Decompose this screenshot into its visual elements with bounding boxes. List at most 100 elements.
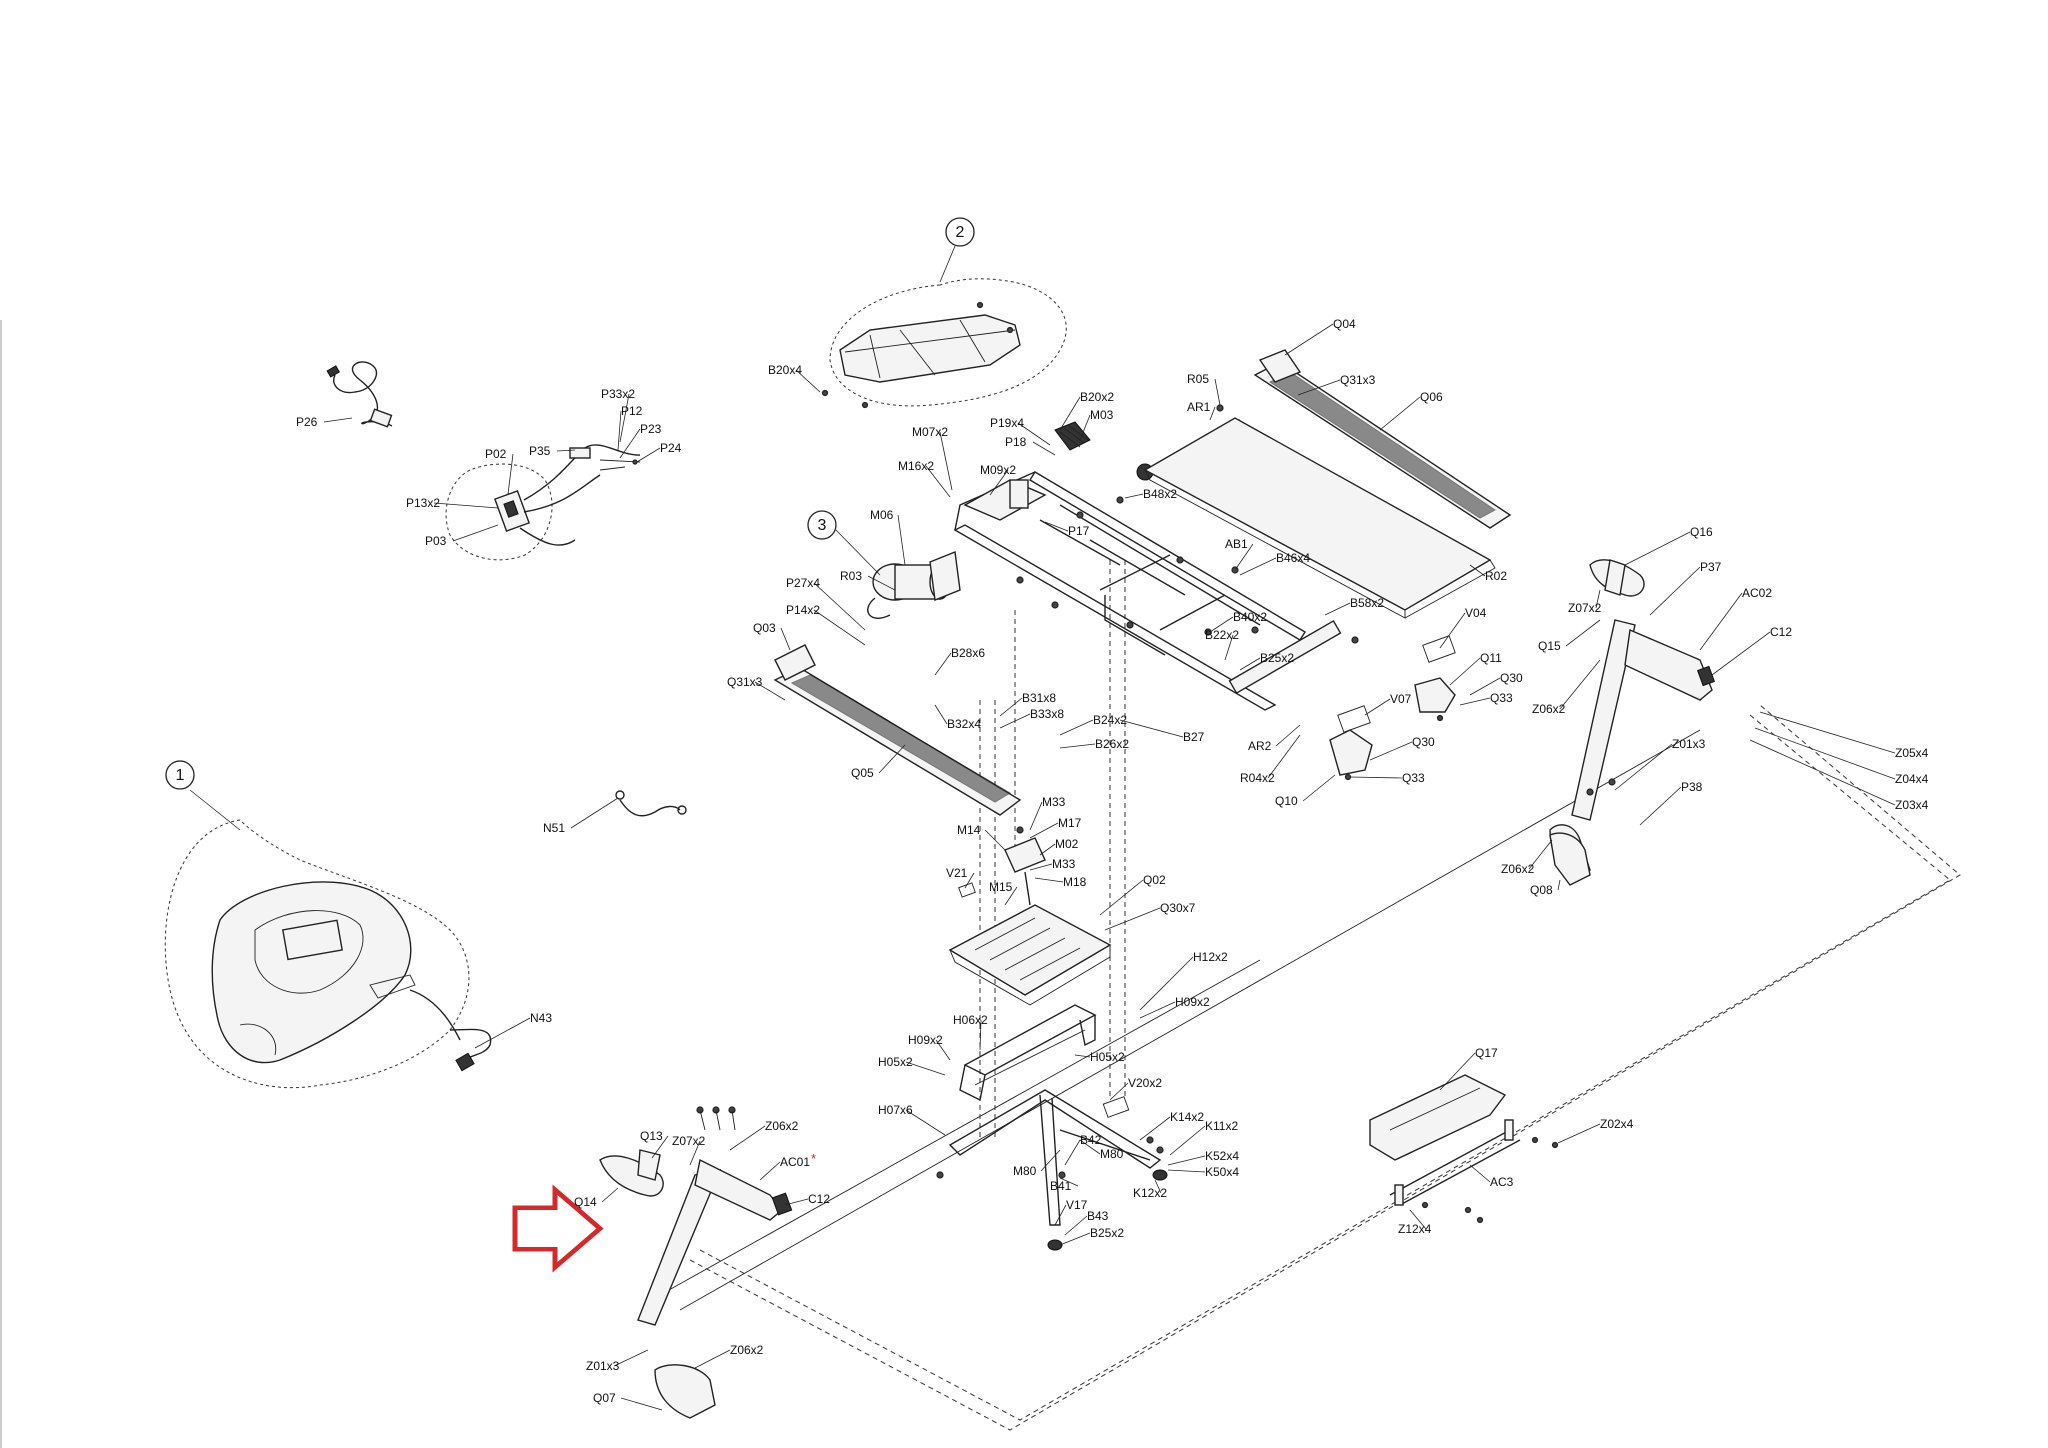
part-leader-line bbox=[619, 393, 630, 443]
left-upright-part bbox=[599, 1106, 793, 1419]
part-leader-line bbox=[1004, 886, 1018, 906]
part-label-b20x2: B20x2 bbox=[1080, 390, 1114, 404]
part-label-h09x2: H09x2 bbox=[908, 1033, 943, 1047]
part-leader-line bbox=[1099, 879, 1144, 916]
part-leader-line bbox=[1139, 1116, 1171, 1141]
part-leader-line bbox=[1565, 619, 1601, 647]
side-rail-left-part bbox=[773, 644, 1022, 816]
part-leader-line bbox=[1557, 879, 1561, 891]
part-label-r05: R05 bbox=[1187, 372, 1209, 386]
part-label-b43: B43 bbox=[1087, 1209, 1109, 1223]
part-label-m80: M80 bbox=[1100, 1147, 1124, 1161]
part-leader-line bbox=[813, 582, 866, 631]
part-leader-line bbox=[570, 797, 619, 829]
part-leader-line bbox=[1074, 1054, 1091, 1058]
part-label-q14: Q14 bbox=[574, 1195, 597, 1209]
part-label-z01x3: Z01x3 bbox=[586, 1359, 620, 1373]
part-leader-line bbox=[507, 453, 514, 495]
part-leader-line bbox=[433, 502, 499, 509]
part-leader-line bbox=[1167, 1169, 1206, 1173]
motor-cover-part bbox=[821, 301, 1021, 409]
part-label-m33: M33 bbox=[1042, 795, 1066, 809]
part-label-b27: B27 bbox=[1183, 730, 1205, 744]
part-leader-line bbox=[999, 713, 1031, 729]
part-leader-line bbox=[897, 514, 906, 566]
part-leader-line bbox=[1139, 1001, 1176, 1019]
cable-n51-part bbox=[615, 790, 687, 817]
part-label-k52x4: K52x4 bbox=[1205, 1149, 1239, 1163]
part-leader-line bbox=[1209, 406, 1216, 421]
part-leader-line bbox=[1349, 776, 1403, 779]
part-label-p12: P12 bbox=[621, 404, 643, 418]
part-label-q13: Q13 bbox=[640, 1129, 663, 1143]
part-label-z03x4: Z03x4 bbox=[1895, 798, 1929, 812]
part-leader-line bbox=[1324, 602, 1351, 616]
footprint-outline bbox=[699, 714, 1951, 1421]
part-leader-line bbox=[729, 1125, 766, 1151]
part-leader-line bbox=[1059, 743, 1096, 749]
part-label-ac01: AC01 bbox=[780, 1155, 810, 1169]
part-label-h12x2: H12x2 bbox=[1193, 950, 1228, 964]
part-label-q11: Q11 bbox=[1480, 651, 1502, 665]
part-leader-line bbox=[1059, 1177, 1079, 1187]
part-label-q04: Q04 bbox=[1333, 317, 1356, 331]
running-deck-part bbox=[1143, 417, 1496, 619]
callout-1-label: 1 bbox=[176, 767, 185, 784]
part-leader-line bbox=[1754, 727, 1896, 780]
part-leader-line bbox=[935, 1039, 951, 1061]
part-leader-line bbox=[1059, 1232, 1091, 1246]
part-label-ac3: AC3 bbox=[1490, 1175, 1514, 1189]
part-label-b48x2: B48x2 bbox=[1143, 487, 1177, 501]
part-labels: B20x4P26P33x2P12P23P24P35P02P13x2P03M07x… bbox=[296, 317, 1929, 1411]
part-label-m80: M80 bbox=[1013, 1164, 1037, 1178]
part-leader-line bbox=[1044, 521, 1069, 532]
part-label-ab1: AB1 bbox=[1225, 537, 1248, 551]
part-label-q15: Q15 bbox=[1538, 639, 1561, 653]
part-label-ar1: AR1 bbox=[1187, 400, 1211, 414]
part-leader-line bbox=[1214, 378, 1221, 406]
part-leader-line bbox=[1364, 698, 1391, 716]
part-label-q16: Q16 bbox=[1690, 525, 1713, 539]
part-label-z02x4: Z02x4 bbox=[1600, 1117, 1634, 1131]
part-leader-line bbox=[1029, 801, 1043, 831]
part-leader-line bbox=[1275, 724, 1301, 747]
part-leader-line bbox=[1469, 564, 1486, 577]
part-leader-line bbox=[1059, 396, 1081, 431]
part-label-k12x2: K12x2 bbox=[1133, 1186, 1167, 1200]
part-leader-line bbox=[636, 447, 661, 463]
ac01-asterisk: * bbox=[811, 1151, 816, 1166]
part-leader-line bbox=[925, 465, 951, 498]
console-part bbox=[211, 881, 461, 1064]
part-leader-line bbox=[1032, 441, 1056, 456]
part-leader-line bbox=[1749, 739, 1896, 806]
part-leader-line bbox=[780, 627, 791, 651]
part-label-p33x2: P33x2 bbox=[601, 387, 635, 401]
callout-2: 2 bbox=[939, 217, 975, 283]
part-leader-line bbox=[1649, 566, 1701, 616]
part-label-m15: M15 bbox=[989, 880, 1013, 894]
part-leader-line bbox=[474, 1017, 531, 1049]
part-leader-line bbox=[1459, 697, 1491, 706]
part-label-m09x2: M09x2 bbox=[980, 463, 1016, 477]
part-leader-line bbox=[1054, 1204, 1067, 1226]
part-leader-line bbox=[1624, 531, 1691, 566]
part-label-q03: Q03 bbox=[753, 621, 776, 635]
part-label-k11x2: K11x2 bbox=[1205, 1119, 1238, 1133]
part-label-r04x2: R04x2 bbox=[1240, 771, 1275, 785]
side-rail-right-part bbox=[1253, 349, 1512, 529]
part-leader-line bbox=[1557, 1123, 1601, 1144]
part-leader-line bbox=[1469, 1164, 1491, 1183]
main-frame-part bbox=[953, 471, 1359, 711]
part-label-q33: Q33 bbox=[1402, 771, 1425, 785]
part-leader-line bbox=[1639, 786, 1682, 826]
part-leader-line bbox=[1119, 719, 1184, 738]
part-label-v20x2: V20x2 bbox=[1128, 1076, 1162, 1090]
part-label-p19x4: P19x4 bbox=[990, 416, 1024, 430]
part-label-b28x6: B28x6 bbox=[951, 646, 985, 660]
part-leader-line bbox=[1224, 634, 1234, 661]
part-label-m03: M03 bbox=[1090, 408, 1114, 422]
power-cord-part bbox=[326, 361, 393, 428]
part-leader-line bbox=[1759, 711, 1896, 754]
part-leader-line bbox=[323, 417, 353, 423]
part-label-m33: M33 bbox=[1052, 857, 1076, 871]
